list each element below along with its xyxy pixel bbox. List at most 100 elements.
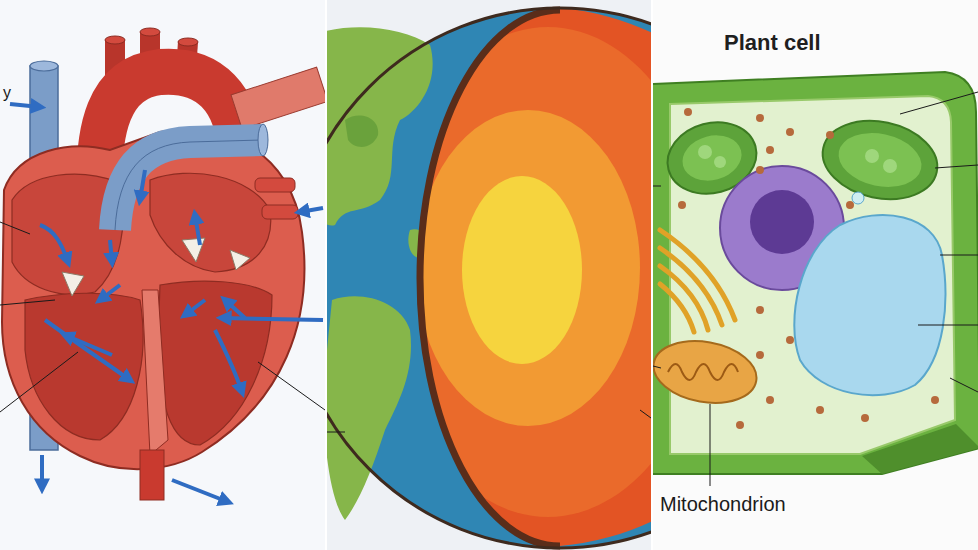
plant-cell-illustration-part (668, 364, 738, 380)
heart-illustration-part (158, 281, 272, 445)
plant-cell-illustration-part (794, 215, 945, 395)
plant-cell-illustration-part-part (931, 396, 939, 404)
heart-illustration-part-part (45, 320, 130, 380)
plant-cell-illustration-part-part (865, 149, 879, 163)
plant-cell-illustration-part (677, 129, 746, 187)
plant-cell-illustration-part-part (883, 159, 897, 173)
plant-cell-illustration-part-part (950, 378, 978, 392)
plant-cell-illustration-part-part (786, 336, 794, 344)
heart-illustration-part (142, 290, 168, 455)
heart-illustration-part-part (195, 215, 200, 245)
earth-illustration-part (640, 410, 651, 418)
plant-cell-illustration-part-part (861, 414, 869, 422)
heart-illustration-part-part (182, 238, 205, 262)
heart-illustration-part-part (65, 335, 112, 355)
plant-cell-illustration-part-part (786, 128, 794, 136)
heart-illustration-part (25, 293, 143, 440)
heart-illustration-part-part (230, 250, 250, 270)
earth-illustration-part (327, 432, 345, 433)
plant-cell-illustration-part-part (756, 166, 764, 174)
heart-illustration-part-part (262, 205, 298, 219)
earth-illustration-part (327, 8, 651, 548)
heart-illustration-part (255, 178, 298, 219)
plant-cell-illustration-part (653, 72, 978, 474)
heart-illustration-part (115, 140, 262, 230)
panel-grounds-part (651, 0, 653, 550)
earth-illustration-part (327, 27, 433, 225)
heart-illustration-part (140, 450, 164, 500)
plant-cell-illustration-part (653, 333, 761, 410)
cut-label: y (3, 84, 11, 102)
heart-illustration-part-part (110, 240, 112, 262)
plant-cell-illustration-part-part (660, 266, 708, 330)
panel-grounds-part (325, 0, 327, 550)
heart-illustration-part-part (0, 352, 78, 412)
heart-illustration-part (30, 61, 58, 71)
plant-cell-illustration-part-part (756, 114, 764, 122)
heart-illustration-part-part (105, 36, 125, 44)
earth-illustration-part-part (462, 176, 582, 364)
heart-illustration-part-part (0, 222, 30, 234)
heart-illustration-part (62, 238, 250, 296)
plant-cell-illustration-part-part (660, 284, 694, 332)
earth-illustration-part (420, 10, 560, 546)
earth-illustration-part (327, 8, 651, 548)
plant-cell-illustration-part (852, 192, 864, 204)
plant-cell-illustration-part-part (678, 201, 686, 209)
plant-cell-illustration-part-part (756, 351, 764, 359)
plant-cell-illustration-part-part (846, 201, 854, 209)
heart-illustration-part-part (255, 178, 295, 192)
plant-cell-illustration-part-part (816, 406, 824, 414)
plant-cell-illustration-part (660, 230, 735, 332)
earth-illustration (327, 8, 651, 548)
heart-illustration (0, 28, 325, 502)
plant-cell-illustration-part-part (698, 145, 712, 159)
heart-illustration-part (231, 67, 325, 129)
plant-cell-illustration-part-part (766, 396, 774, 404)
heart-illustration-part (0, 222, 325, 412)
heart-illustration-part (150, 173, 271, 272)
plant-cell-illustration-part (678, 108, 939, 429)
heart-illustration-part (115, 140, 262, 230)
plant-cell-illustration-part-part (660, 248, 722, 325)
heart-illustration-part-part (185, 300, 205, 315)
heart-illustration-part-part (0, 300, 55, 305)
heart-illustration-part-part (40, 225, 68, 262)
heart-illustration-part-part (178, 38, 198, 46)
heart-illustration-part-part (10, 104, 40, 107)
panel-title: Plant cell (724, 30, 821, 56)
plant-cell-illustration-part-part (653, 366, 661, 368)
plant-cell-illustration-part-part (935, 165, 978, 168)
plant-cell-illustration-part-part (653, 186, 661, 187)
plant-cell-illustration-part-part (900, 92, 978, 114)
part-label: Mitochondrion (660, 493, 786, 516)
plant-cell-illustration-part-part (684, 108, 692, 116)
heart-illustration-part-part (140, 170, 145, 200)
plant-cell-illustration-part-part (710, 404, 711, 486)
heart-illustration-part-part (225, 300, 245, 318)
heart-illustration-part-part (215, 330, 242, 392)
plant-cell-illustration-part-part (756, 306, 764, 314)
plant-cell-illustration-part (750, 190, 814, 254)
heart-illustration-part-part (40, 455, 44, 488)
heart-illustration-part-part (62, 272, 84, 296)
plant-cell-illustration-part-part (766, 146, 774, 154)
heart-illustration-part (2, 129, 304, 469)
earth-illustration-part (345, 116, 378, 147)
heart-illustration-part (10, 104, 323, 502)
earth-illustration-part-part (416, 110, 640, 426)
plant-cell-illustration (653, 72, 978, 486)
plant-cell-illustration-part-part (736, 421, 744, 429)
heart-illustration-part-part (222, 318, 323, 320)
heart-illustration-part-part (258, 362, 325, 410)
plant-cell-illustration-part (653, 92, 978, 486)
heart-illustration-part (258, 124, 268, 156)
heart-illustration-part-part (300, 208, 323, 212)
heart-illustration-part (105, 28, 198, 46)
heart-illustration-part-part (231, 67, 325, 129)
plant-cell-illustration-part-part (918, 325, 978, 326)
plant-cell-illustration-part (834, 126, 927, 194)
